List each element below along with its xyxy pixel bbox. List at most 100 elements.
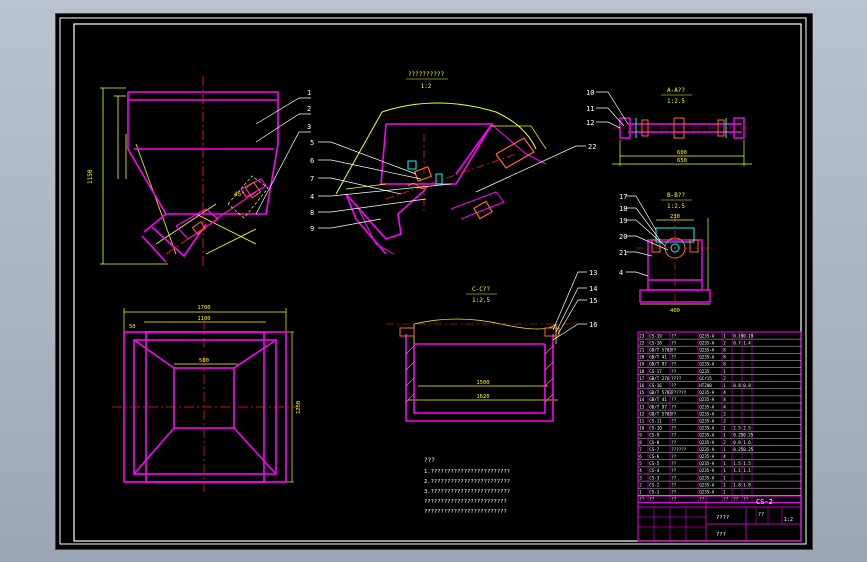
bom-cell: 0.25 [733,447,744,452]
bom-cell: 4 [723,404,726,409]
bom-cell: ?????? [671,447,687,452]
bom-cell: 1 [723,426,726,431]
part-label: 6 [310,157,314,165]
assembly-drawing: 1 2 3 1150 45° ?????????? 1:2 [59,17,807,545]
part-label: 14 [589,285,597,293]
bom-cell: ???? [671,376,682,381]
view-title: ?????????? [408,71,445,78]
bom-cell: CS-6 [649,454,660,459]
bom-cell: 1 [723,461,726,466]
bom-cell: 22 [639,340,645,345]
bom-cell: 8 [723,355,726,360]
bom-cell: CS-16 [649,383,662,388]
view-title: A-A?? [667,87,685,94]
bom-cell: CS-1 [649,490,660,495]
bom-cell: Q235-A [699,454,715,459]
part-label: 18 [619,205,627,213]
bom-cell: 4 [723,390,726,395]
cad-viewport[interactable]: 1 2 3 1150 45° ?????????? 1:2 [55,13,813,550]
part-label: 21 [619,249,627,257]
part-label: 13 [589,269,597,277]
bom-cell: Q235-A [699,362,715,367]
dimension-text: 45° [234,191,245,198]
bom-cell: 20 [639,355,645,360]
bom-cell: GB/T 276 [649,376,670,381]
bom-cell: Q235-A [699,397,715,402]
drawing-number: CS-2 [756,498,773,506]
bom-cell: CS-11 [649,419,662,424]
view-title: B-B?? [667,192,685,199]
bom-cell: Q235-A [699,433,715,438]
bom-cell: GB/T 97 [649,362,667,367]
bom-cell: Q235-A [699,355,715,360]
bom-cell: 1.1 [733,468,741,473]
view-scale: 1:2 [421,83,432,90]
dimension-text: 1620 [476,394,489,400]
bom-cell: 4 [723,454,726,459]
view-scale: 1:2.5 [667,98,685,105]
bom-cell: 16 [639,383,645,388]
bom-cell: 1 [723,468,726,473]
bom-cell: GB/T 5783 [649,411,672,416]
section-c-view: C-C?? 1:2.5 [386,286,576,422]
bom-cell: 1 [723,433,726,438]
bom-cell: CS-2 [649,482,660,487]
note-line: 1.???????????????????????? [424,469,510,475]
bom-cell: 1 [723,490,726,495]
bom-cell: 1.5 [743,461,751,466]
bom-header-cell: ?? [639,497,645,502]
bom-cell: ?? [671,369,677,374]
part-label: 19 [619,217,627,225]
bom-cell: CS-19 [649,333,662,338]
bom-cell: 13 [639,404,645,409]
part-label: 8 [310,209,314,217]
bom-cell: Q235-A [699,426,715,431]
bom-cell: Q235-A [699,482,715,487]
bom-header-cell: ?? [649,497,655,502]
bom-cell: CS-9 [649,433,660,438]
bom-cell: 8 [723,362,726,367]
bom-cell: CS-18 [649,340,662,345]
scale-value: 1:2 [784,517,793,523]
bom-cell: Q235 [699,369,710,374]
bom-cell: ?? [671,461,677,466]
bom-cell: Q235-A [699,348,715,353]
bom-cell: 0.8 [743,383,751,388]
bom-cell: ?? [671,490,677,495]
bom-cell: 0.25 [743,447,754,452]
bom-cell: 1 [723,333,726,338]
part-label: 11 [586,105,594,113]
part-label: 7 [310,175,314,183]
view-scale: 1:2.5 [472,297,490,304]
note-line: ????????????????????????? [424,499,507,505]
bom-cell: 1 [723,447,726,452]
dimension-text: 600 [677,150,687,156]
bom-cell: 2 [723,411,726,416]
part-label: 12 [586,119,594,127]
bom-cell: Q235-A [699,419,715,424]
bom-cell: 23 [639,333,645,338]
bom-cell: 21 [639,348,645,353]
dimension-text: 1250 [296,401,302,414]
bom-cell: ?? [671,426,677,431]
bom-cell: GB/T 41 [649,355,667,360]
bom-cell: ?? [671,454,677,459]
bom-cell: 1 [723,383,726,388]
bom-cell: 12 [639,411,645,416]
bom-cell: Q235-A [699,340,715,345]
bom-cell: GCr15 [699,376,712,381]
bom-cell: 0.19 [743,333,754,338]
bom-cell: HT200 [699,383,712,388]
bom-cell: 1.5 [733,461,741,466]
bom-cell: 2 [723,376,726,381]
bom-cell: 2.5 [743,426,751,431]
section-b-leaders [626,195,669,277]
bom-cell: 5 [639,461,642,466]
bom-cell: 10 [639,426,645,431]
main-leaders [255,97,311,215]
bom-cell: 2 [723,419,726,424]
bom-cell: ?? [671,482,677,487]
center-leaders [318,141,586,229]
bom-cell: 1.8 [733,482,741,487]
note-line: 2.???????????????????????? [424,479,510,485]
